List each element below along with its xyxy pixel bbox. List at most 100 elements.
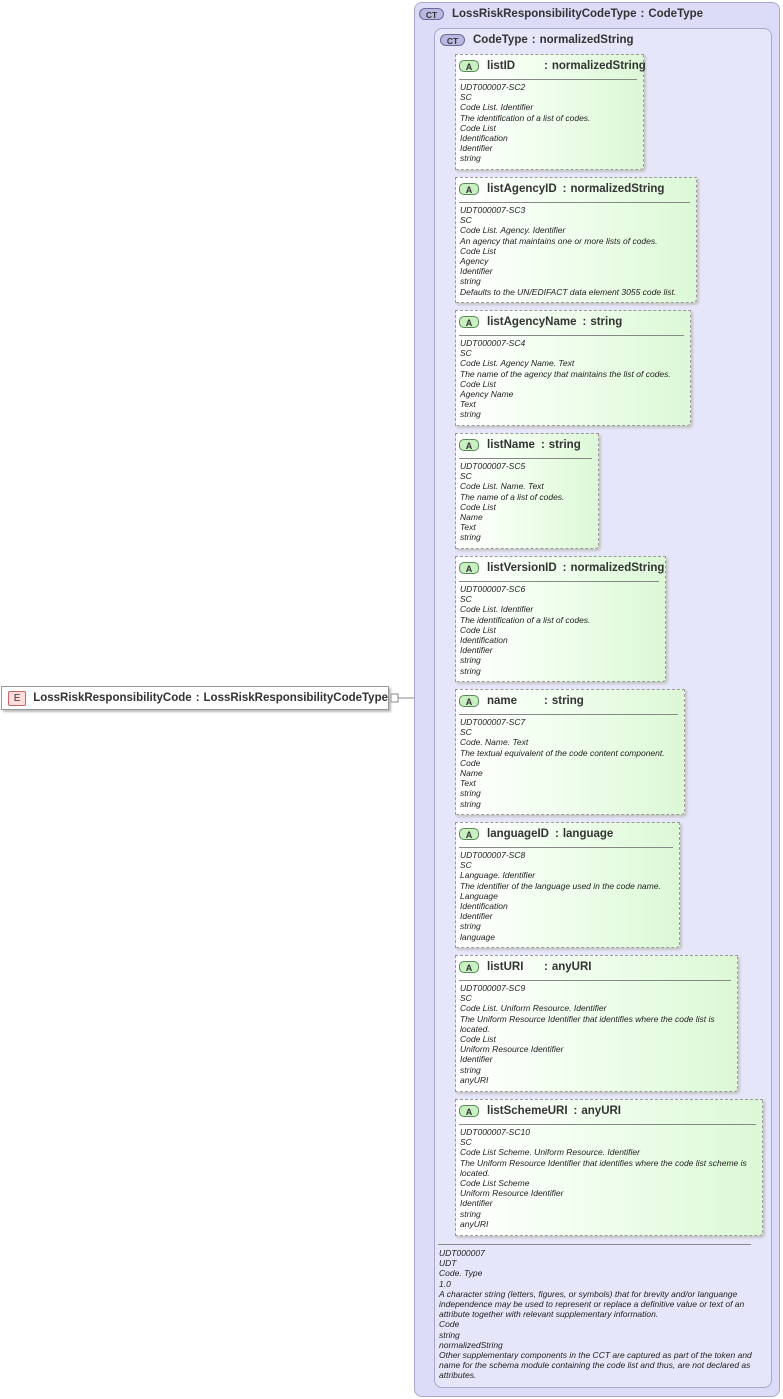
attribute-doc-line: UDT000007-SC8 bbox=[460, 850, 526, 860]
inner-type-doc-line: UDT000007 bbox=[439, 1248, 485, 1258]
attribute-type: string bbox=[548, 439, 581, 451]
attribute-type: string bbox=[551, 695, 584, 707]
attribute-divider bbox=[459, 79, 637, 80]
attribute-badge: A bbox=[459, 828, 479, 840]
inner-type-doc-line: string bbox=[439, 1329, 460, 1340]
attribute-doc-line: string bbox=[460, 798, 481, 809]
attribute-doc-line: Identifier bbox=[460, 143, 493, 154]
attribute-name: listURI bbox=[487, 961, 524, 973]
attribute-doc-line: Identifier bbox=[460, 645, 493, 656]
attribute-doc-line: Code List bbox=[460, 624, 496, 635]
attribute-divider bbox=[459, 581, 659, 582]
root-element-box[interactable]: E LossRiskResponsibilityCode:LossRiskRes… bbox=[1, 686, 389, 710]
attribute-type: normalizedString bbox=[551, 60, 646, 72]
attribute-type: language bbox=[562, 828, 614, 840]
attribute-name: listVersionID bbox=[487, 562, 557, 574]
attribute-doc-line: string bbox=[460, 788, 481, 799]
attribute-doc-line: string bbox=[460, 921, 481, 932]
element-type: LossRiskResponsibilityCodeType bbox=[203, 692, 388, 704]
inner-type-name: CodeType bbox=[473, 34, 528, 46]
attribute-doc-line: Text bbox=[460, 778, 476, 789]
doc-divider bbox=[438, 1244, 751, 1245]
element-name: LossRiskResponsibilityCode bbox=[33, 692, 192, 704]
attribute-type: anyURI bbox=[551, 961, 592, 973]
attribute-doc-line: The Uniform Resource Identifier that ide… bbox=[460, 1013, 715, 1034]
attribute-doc-line: The name of a list of codes. bbox=[460, 491, 565, 502]
attribute-doc-line: Identification bbox=[460, 133, 508, 144]
attribute-doc-line: Code List. Name. Text bbox=[460, 481, 544, 492]
attribute-doc-line: string bbox=[460, 655, 481, 666]
attribute-name: languageID bbox=[487, 828, 549, 840]
attribute-type: normalizedString bbox=[570, 562, 665, 574]
attribute-divider bbox=[459, 847, 673, 848]
attribute-doc-line: UDT000007-SC3 bbox=[460, 205, 526, 215]
complex-type-badge: CT bbox=[440, 34, 465, 46]
attribute-divider bbox=[459, 458, 592, 459]
attribute-name: listID bbox=[487, 60, 516, 72]
attribute-doc-line: Identification bbox=[460, 635, 508, 646]
attribute-doc-line: string bbox=[460, 276, 481, 287]
attribute-doc-line: string bbox=[460, 153, 481, 164]
attribute-type: string bbox=[590, 316, 623, 328]
outer-type-name: LossRiskResponsibilityCodeType bbox=[452, 8, 637, 20]
attribute-doc-line: UDT000007-SC5 bbox=[460, 461, 526, 471]
attribute-doc-line: Code List Scheme. Uniform Resource. Iden… bbox=[460, 1147, 640, 1158]
attribute-doc-line: Identifier bbox=[460, 1054, 493, 1065]
attribute-divider bbox=[459, 714, 678, 715]
attribute-doc-line: UDT000007-SC10 bbox=[460, 1127, 530, 1137]
attribute-name: listAgencyName bbox=[487, 316, 577, 328]
attribute-doc-line: The textual equivalent of the code conte… bbox=[460, 747, 665, 758]
element-separator: : bbox=[195, 692, 200, 704]
attribute-separator: : bbox=[544, 961, 548, 973]
attribute-separator: : bbox=[540, 439, 545, 451]
complex-type-badge: CT bbox=[419, 8, 444, 20]
attribute-doc-line: Code List bbox=[460, 1034, 496, 1045]
attribute-doc-line: Identifier bbox=[460, 911, 493, 922]
attribute-doc-line: string bbox=[460, 532, 481, 543]
attribute-doc-line: UDT000007-SC9 bbox=[460, 983, 526, 993]
attribute-doc-line: SC bbox=[460, 860, 472, 871]
attribute-doc-line: anyURI bbox=[460, 1074, 489, 1085]
attribute-badge: A bbox=[459, 695, 479, 707]
inner-type-doc-line: Code bbox=[439, 1319, 460, 1330]
attribute-doc-line: Code. Name. Text bbox=[460, 737, 529, 748]
attribute-doc-line: Identification bbox=[460, 901, 508, 912]
attribute-doc-line: string bbox=[460, 1064, 481, 1075]
attribute-doc-line: Language. Identifier bbox=[460, 870, 536, 881]
inner-type-doc-line: A character string (letters, figures, or… bbox=[439, 1288, 745, 1320]
attribute-doc-line: SC bbox=[460, 727, 472, 738]
inner-type-header: CT CodeType:normalizedString bbox=[440, 34, 634, 46]
attribute-doc-line: Agency bbox=[460, 256, 489, 267]
attribute-doc-line: The name of the agency that maintains th… bbox=[460, 368, 671, 379]
attribute-badge: A bbox=[459, 1105, 479, 1117]
attribute-doc-line: string bbox=[460, 1208, 481, 1219]
outer-type-header: CT LossRiskResponsibilityCodeType:CodeTy… bbox=[419, 8, 703, 20]
attribute-doc-line: Code List bbox=[460, 245, 496, 256]
attribute-badge: A bbox=[459, 961, 479, 973]
attribute-doc-line: SC bbox=[460, 993, 472, 1004]
inner-type-doc-line: Other supplementary components in the CC… bbox=[439, 1350, 752, 1381]
attribute-doc-line: The identifier of the language used in t… bbox=[460, 880, 661, 891]
attribute-doc-line: Code List bbox=[460, 122, 496, 133]
attribute-separator: : bbox=[544, 60, 548, 72]
attribute-doc-line: Uniform Resource Identifier bbox=[460, 1044, 564, 1055]
outer-type-separator: : bbox=[640, 8, 645, 20]
attribute-doc-line: Text bbox=[460, 399, 476, 410]
attribute-doc-line: SC bbox=[460, 92, 472, 103]
